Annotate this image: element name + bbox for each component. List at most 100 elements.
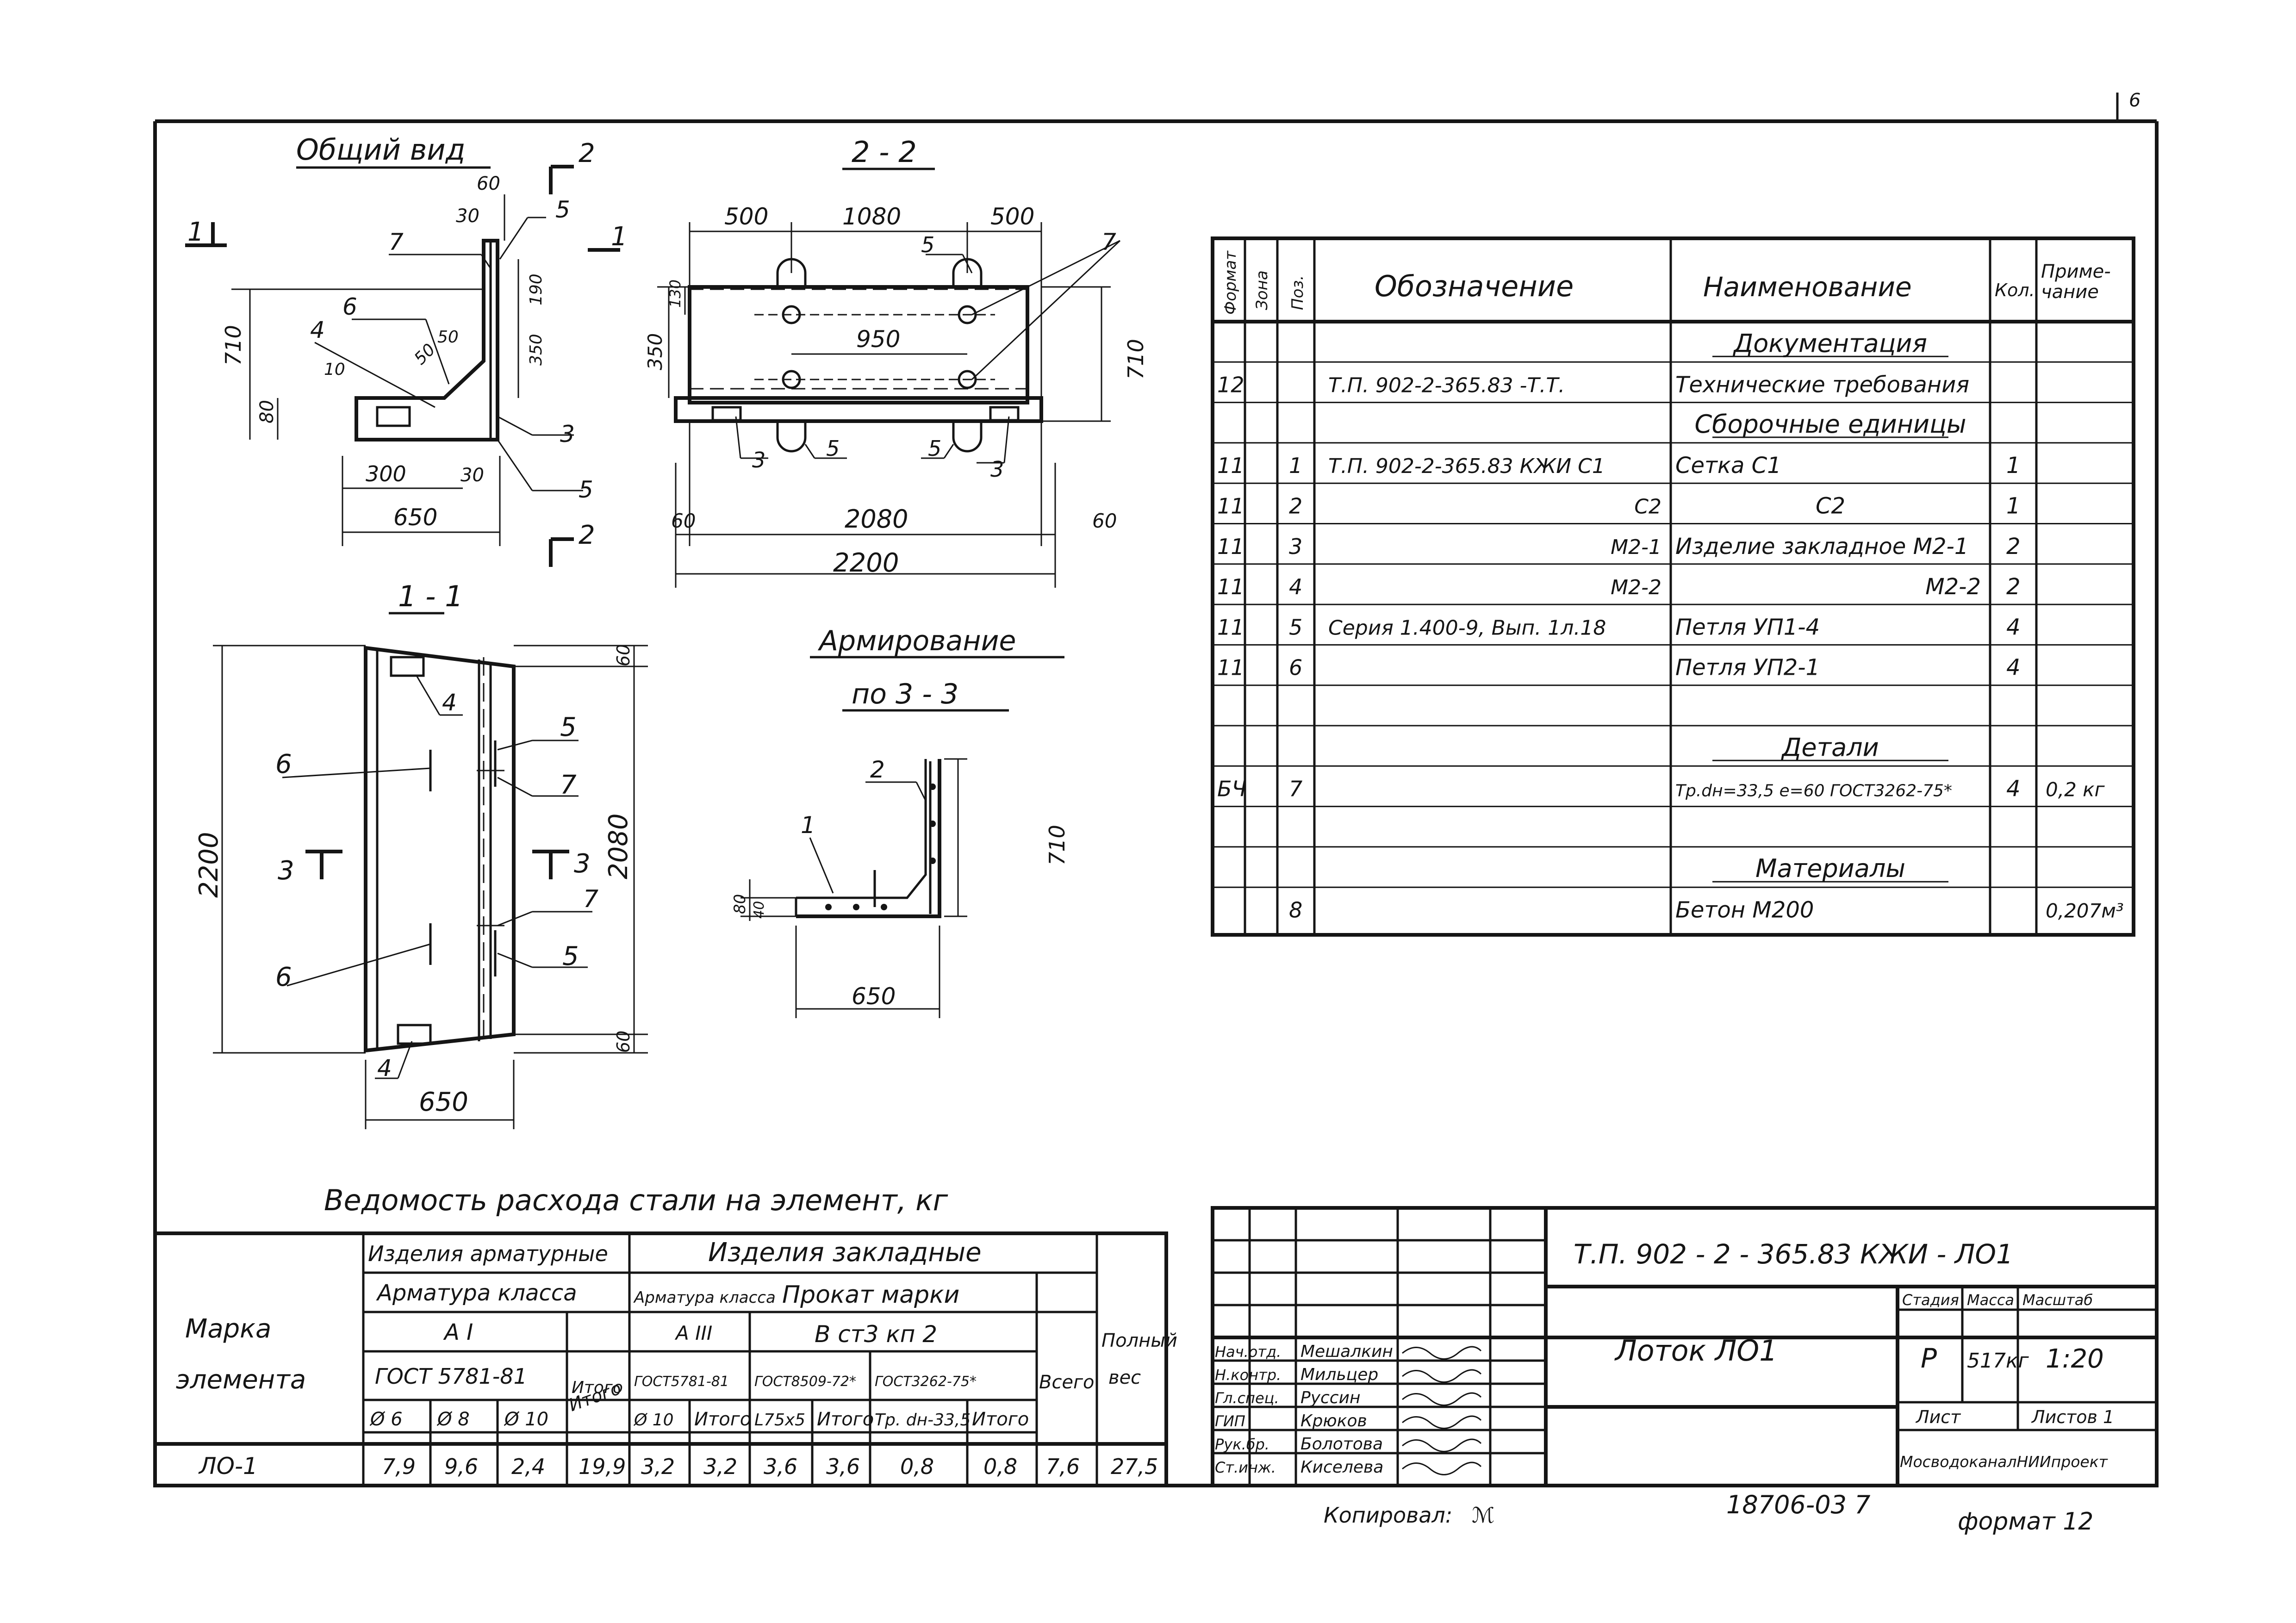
- spec-cell-name: Петля УП1-4: [1675, 614, 1820, 640]
- callout-label: 3: [560, 421, 575, 448]
- staff-role: ГИП: [1215, 1412, 1245, 1430]
- dim-label: 190: [527, 274, 546, 305]
- staff-role: Ст.инж.: [1215, 1459, 1276, 1476]
- dim-label: 650: [393, 504, 437, 531]
- steel-header-rolled: Прокат марки: [782, 1281, 959, 1309]
- callout-label: 5: [826, 436, 840, 461]
- steel-subheader: Тр. dн-33,5: [875, 1411, 971, 1430]
- signature-scribble: [1402, 1369, 1482, 1383]
- spec-cell-pos: 1: [1289, 453, 1302, 478]
- mass-label: Масса: [1967, 1291, 2014, 1309]
- doc-code: Т.П. 902 - 2 - 365.83 КЖИ - ЛО1: [1574, 1238, 2013, 1270]
- callout-label: 4: [377, 1055, 392, 1082]
- staff-name: Мильцер: [1300, 1365, 1378, 1384]
- copied-signature: ℳ: [1472, 1503, 1494, 1528]
- dim-label: 50: [437, 328, 459, 347]
- spec-cell-name: Документация: [1733, 329, 1927, 358]
- steel-header-mark-line: элемента: [176, 1365, 306, 1395]
- staff-role: Нач.отд.: [1215, 1343, 1281, 1361]
- steel-header-ai: А I: [443, 1319, 473, 1345]
- dim-label: 60: [477, 173, 500, 194]
- callout-label: 6: [342, 293, 357, 320]
- dim-label: 60: [671, 510, 696, 532]
- spec-header-format: Формат: [1221, 250, 1240, 315]
- steel-header-reinf-class2: Арматура класса: [633, 1288, 776, 1307]
- spec-cell-name: Тр.dн=33,5 е=60 ГОСТ3262-75*: [1675, 782, 1952, 801]
- spec-cell-format: 11: [1217, 615, 1244, 640]
- steel-subheader: Итого: [972, 1409, 1029, 1430]
- section-mark: 2: [579, 520, 595, 550]
- dim-label: 2200: [194, 832, 224, 898]
- callout-label: 5: [562, 941, 579, 971]
- steel-subheader: L75х5: [754, 1411, 805, 1430]
- steel-header-aiii: А III: [674, 1322, 712, 1344]
- format-label: формат 12: [1958, 1508, 2093, 1536]
- spec-cell-designation: Т.П. 902-2-365.83 КЖИ С1: [1328, 454, 1605, 478]
- item-name: Лоток ЛО1: [1614, 1334, 1778, 1368]
- scale-value: 1:20: [2046, 1344, 2104, 1374]
- spec-cell-name: Детали: [1781, 733, 1879, 762]
- spec-cell-name: Технические требования: [1675, 372, 1969, 398]
- steel-header-weight-line: Полный: [1101, 1330, 1177, 1351]
- organization: МосводоканалНИИпроект: [1900, 1453, 2109, 1471]
- section-1-1-view: 1 - 1: [213, 579, 648, 1129]
- steel-cell-value: 27,5: [1111, 1454, 1158, 1479]
- general-view-dim-labels: 60 30 710 80 10 50 50 190 350 300 30 650: [221, 173, 546, 531]
- steel-cell-value: 0,8: [900, 1454, 934, 1479]
- dim-label: 2080: [845, 504, 908, 534]
- staff-role: Рук.бр.: [1215, 1436, 1269, 1453]
- callout-label: 2: [870, 756, 885, 783]
- steel-cell-value: 7,9: [382, 1454, 416, 1479]
- spec-cell-format: 12: [1217, 373, 1244, 398]
- dim-label: 2200: [833, 548, 899, 578]
- reinforcement-dim-labels: 710 80 40 650: [731, 825, 1070, 1010]
- scale-label: Масштаб: [2022, 1291, 2093, 1309]
- spec-cell-pos: 2: [1289, 494, 1302, 519]
- steel-header-weight: Полный вес: [1101, 1330, 1183, 1388]
- dim-label: 10: [324, 360, 345, 379]
- dim-label: 950: [856, 326, 900, 353]
- spec-cell-qty: 2: [2006, 574, 2021, 600]
- steel-subheader: Итого: [572, 1378, 623, 1397]
- staff-name: Мешалкин: [1300, 1342, 1393, 1361]
- steel-cell-value: 3,6: [764, 1454, 797, 1479]
- callout-label: 5: [555, 196, 570, 223]
- spec-row: Сборочные единицы: [1694, 410, 1966, 439]
- spec-cell-name: М2-2: [1925, 574, 1981, 600]
- dim-label: 650: [852, 983, 896, 1010]
- steel-header-mark-line: Марка: [185, 1314, 271, 1344]
- spec-cell-name: С2: [1816, 493, 1845, 519]
- steel-cell-value: 7,6: [1046, 1454, 1080, 1479]
- staff-row: Нач.отд. Мешалкин: [1215, 1342, 1482, 1361]
- general-view-callouts: 7 6 4 5 3 5 1 1 2 2: [187, 138, 628, 550]
- callout-label: 7: [1101, 229, 1116, 255]
- spec-table: Формат Зона Поз. Обозначение Наименовани…: [1211, 236, 2135, 937]
- steel-header-all: Всего: [1039, 1372, 1095, 1393]
- callout-label: 6: [275, 962, 292, 992]
- section-2-2-view: 2 - 2: [657, 135, 1121, 588]
- general-view: Общий вид: [185, 133, 620, 567]
- callout-label: 5: [928, 436, 941, 461]
- mass-value: 517кг: [1967, 1349, 2029, 1373]
- spec-header-designation: Обозначение: [1375, 269, 1574, 303]
- dim-label: 80: [731, 894, 749, 914]
- section-1-1-dim-labels: 2200 60 2080 60 650: [194, 644, 634, 1117]
- dim-label: 40: [751, 901, 767, 919]
- stage-label: Стадия: [1902, 1291, 1959, 1309]
- steel-header-mark: Марка элемента: [176, 1314, 306, 1395]
- dim-label: 60: [613, 1031, 634, 1053]
- spec-cell-format: БЧ: [1217, 777, 1246, 802]
- staff-row: Н.контр.Мильцер: [1215, 1365, 1482, 1384]
- spec-header-note: Приме- чание: [2041, 261, 2116, 303]
- dim-label: 650: [419, 1087, 468, 1117]
- dim-label: 350: [644, 333, 666, 370]
- section-2-2-callouts: 5 7 3 5 5 3: [752, 229, 1116, 482]
- signature-scribble: [1402, 1392, 1482, 1406]
- signature-scribble: [1402, 1438, 1482, 1452]
- steel-cell-value: 9,6: [444, 1454, 478, 1479]
- spec-cell-note: 0,207м³: [2046, 900, 2124, 922]
